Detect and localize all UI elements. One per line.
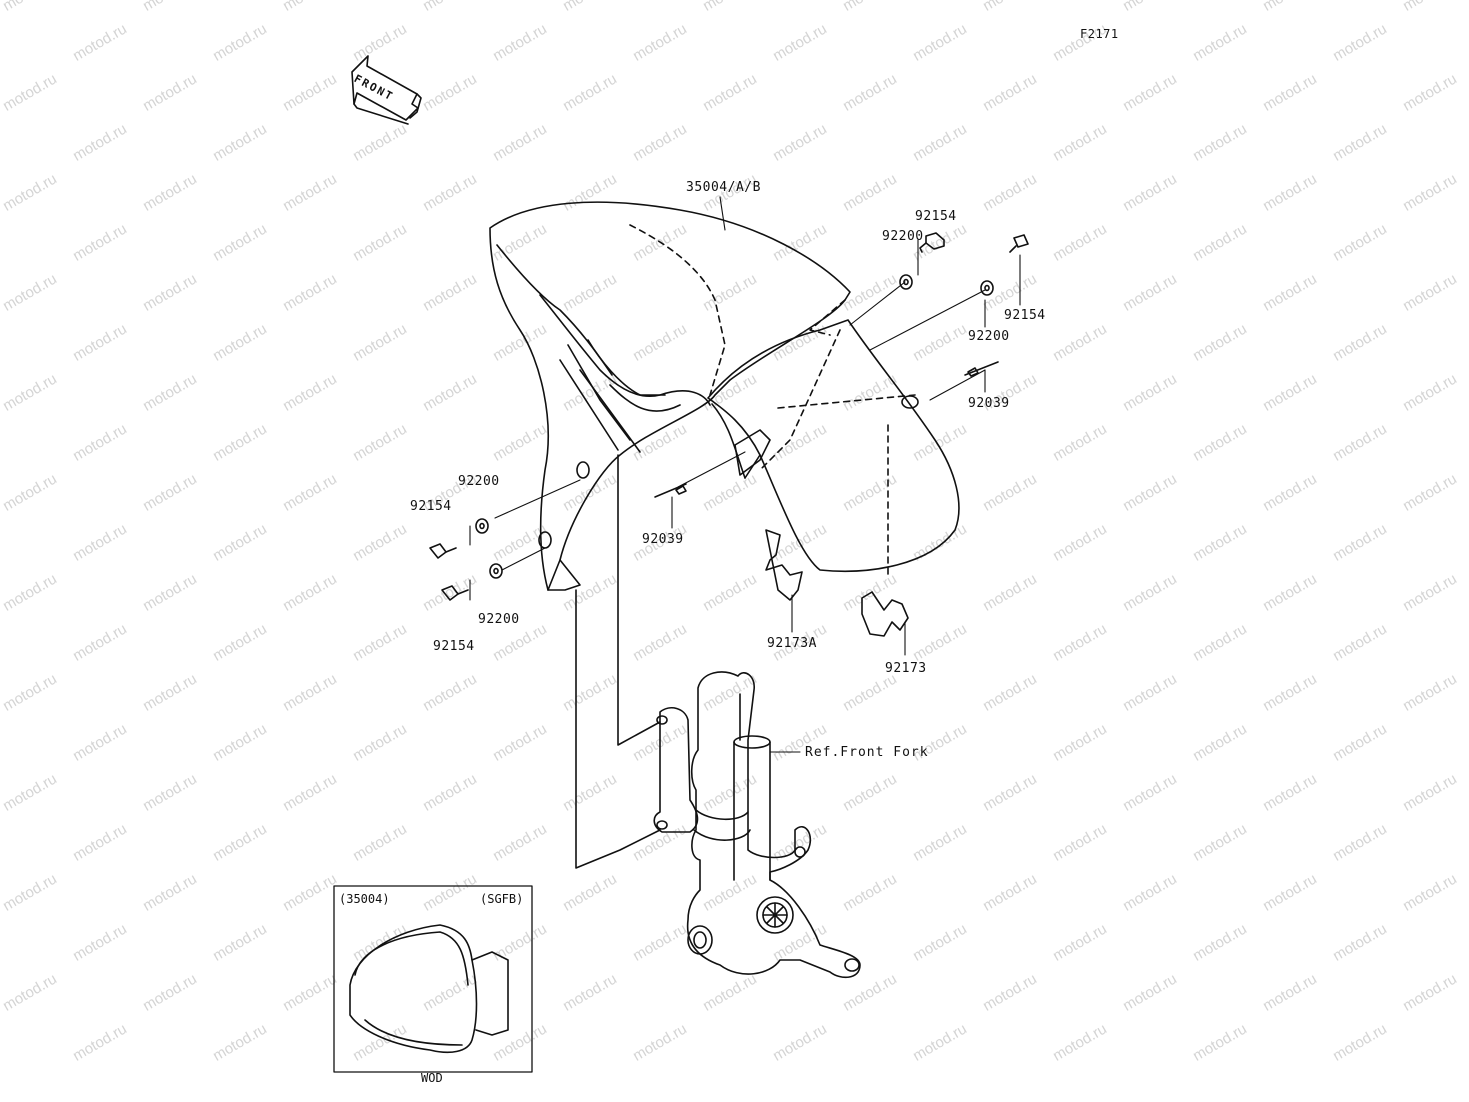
inset-caption: WOD: [421, 1071, 443, 1085]
inset-box: [333, 885, 533, 1073]
part-label-washer-left-top: 92200: [458, 474, 500, 489]
hardware-parts: [429, 232, 1029, 637]
front-fork-reference: Ref.Front Fork: [805, 745, 929, 760]
part-label-holder-a: 92173A: [767, 636, 817, 651]
front-fender-drawing: [489, 201, 960, 591]
part-label-washer-left-bottom: 92200: [478, 612, 520, 627]
part-label-washer-top: 92200: [882, 229, 924, 244]
part-label-bolt-left-bottom: 92154: [433, 639, 475, 654]
part-label-holder: 92173: [885, 661, 927, 676]
part-label-clamp-right: 92039: [968, 396, 1010, 411]
part-label-clamp-left: 92039: [642, 532, 684, 547]
front-arrow-icon: [351, 55, 422, 125]
part-label-bolt-right: 92154: [1004, 308, 1046, 323]
leader-lines: [469, 196, 1021, 753]
part-label-fender: 35004/A/B: [686, 180, 761, 195]
part-label-bolt-top: 92154: [915, 209, 957, 224]
inset-part-number: (35004): [339, 892, 390, 906]
inset-color-code: (SGFB): [480, 892, 524, 906]
part-label-bolt-left-top: 92154: [410, 499, 452, 514]
part-label-washer-right: 92200: [968, 329, 1010, 344]
figure-code: F2171: [1080, 27, 1119, 41]
front-fork-drawing: [575, 454, 861, 979]
